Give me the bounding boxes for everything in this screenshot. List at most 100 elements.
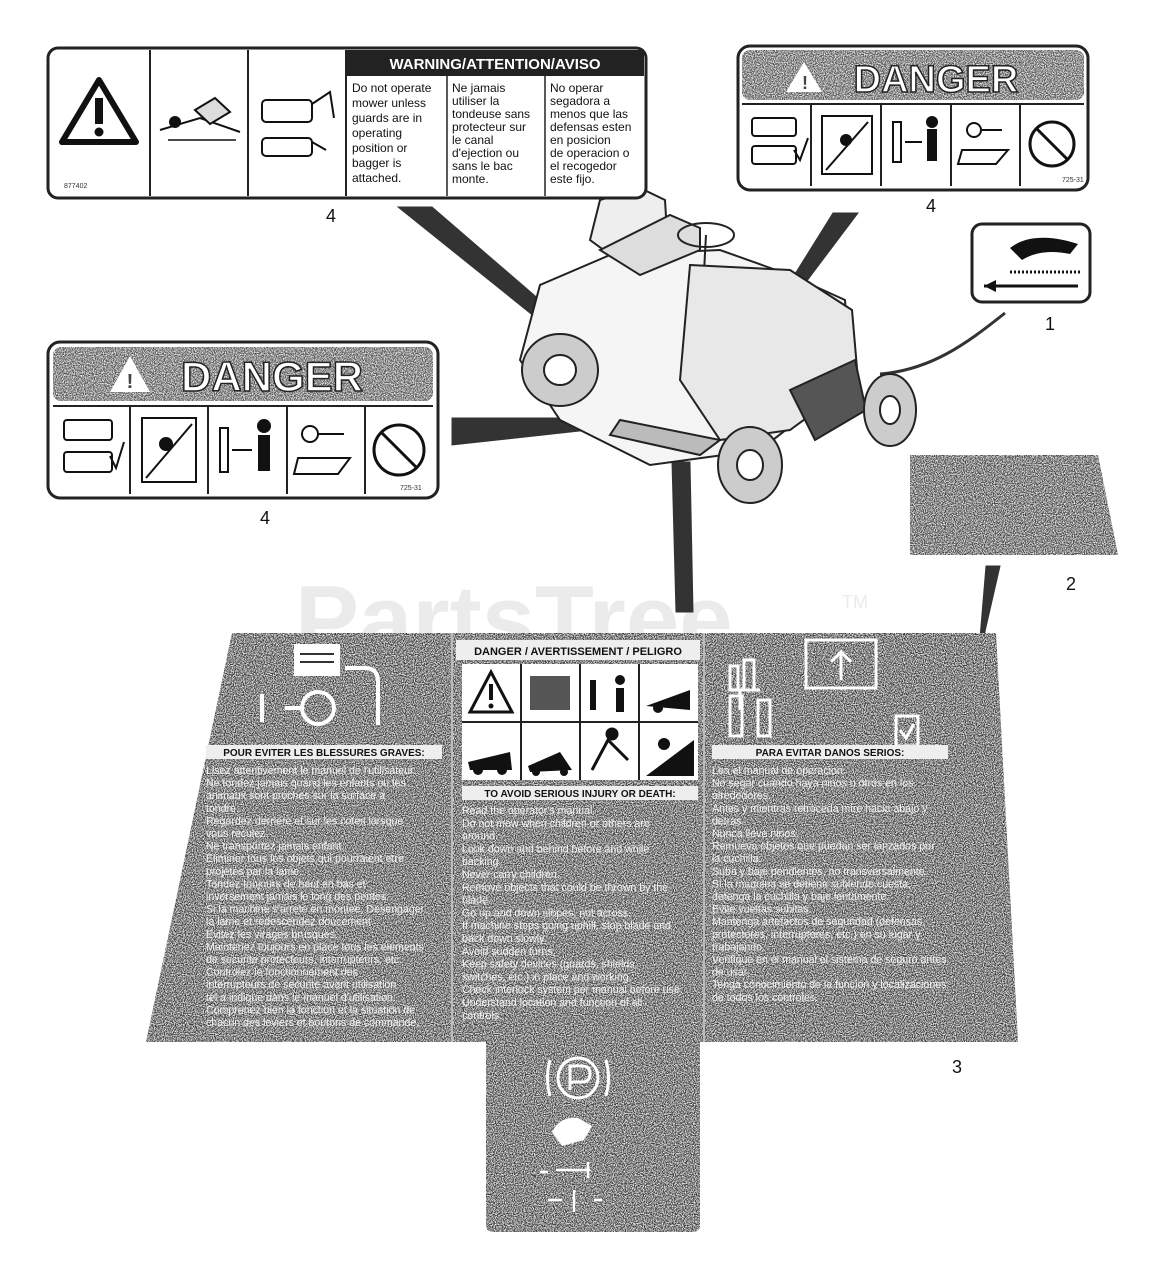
es-instruction-line: Remueva objetos que puedan ser lanzados …	[712, 841, 935, 853]
warning-text-fr: le canal	[452, 133, 493, 147]
warning-text-es: menos que las	[550, 107, 628, 121]
es-instruction-line: de todos los controles.	[712, 992, 818, 1004]
fr-instruction-line: la lame et redescendez doucement.	[206, 916, 374, 928]
es-instruction-line: Nunca lleve ninos.	[712, 828, 799, 840]
safety-icon-grid	[462, 664, 698, 780]
es-instruction-line: Si la maquina se detiene subiendo cuesta…	[712, 878, 911, 890]
danger-label-top: ! DANGER 725-31	[736, 44, 1090, 192]
alert-triangle-icon	[467, 668, 515, 714]
no-riders-icon	[372, 423, 426, 477]
warning-label-header: WARNING/ATTENTION/AVISO	[389, 56, 600, 73]
watermark-tm: TM	[842, 592, 868, 612]
warning-text-fr: monte.	[452, 172, 489, 186]
throttle-icon	[804, 638, 878, 690]
speed-selector-icon	[540, 1162, 602, 1212]
fr-instruction-line: vous reculez.	[206, 828, 268, 840]
keep-distance-icon	[219, 419, 271, 473]
es-instruction-line: Mantenga artefactos de seguridad (defens…	[712, 916, 925, 928]
read-manual-icon	[63, 419, 125, 473]
en-instruction-line: Go up and down slopes, not across.	[462, 907, 631, 919]
handle-decal	[970, 222, 1092, 304]
en-instruction-line: Understand location and function of all	[462, 997, 642, 1009]
en-instruction-line: backing.	[462, 856, 501, 868]
fr-instruction-line: Ne tondez jamais quand les enfants ou le…	[206, 778, 406, 790]
fr-instruction-line: Maintenez toujours en place tous les ele…	[206, 941, 424, 953]
callout-4-danger-left: 4	[260, 508, 270, 528]
warning-text-es: el recogedor	[550, 159, 617, 173]
callout-4-danger-top: 4	[926, 196, 936, 216]
danger-left-title: DANGER	[181, 353, 363, 400]
en-instruction-line: Read the operator's manual.	[462, 805, 595, 817]
fr-instruction-line: tel a indique dans le manuel d'utilisati…	[206, 992, 396, 1004]
en-instruction-line: switches, etc.) in place and working.	[462, 971, 632, 983]
fr-instruction-line: Lisez attentivement le manuel de l'utili…	[206, 765, 416, 777]
fr-instruction-line: projetes par la lame.	[206, 866, 302, 878]
fr-instruction-line: interrupteurs de securite avant utilisat…	[206, 979, 396, 991]
es-instruction-line: de usar.	[712, 967, 750, 979]
en-instruction-line: Look down and behind before and while	[462, 843, 649, 855]
en-instruction-line: around.	[462, 831, 498, 843]
es-instruction-line: alrededores.	[712, 790, 771, 802]
leader-handle-label	[879, 311, 1006, 376]
es-instruction-line: Evite vueltas subitas.	[712, 904, 812, 916]
fr-instruction-line: Si la machine s'arrete en montee, Deseng…	[206, 904, 425, 916]
en-instruction-line: controls.	[462, 1010, 502, 1022]
en-heading: TO AVOID SERIOUS INJURY OR DEATH:	[484, 789, 675, 800]
warning-text-en: position or	[352, 141, 407, 155]
thrown-object-icon	[590, 727, 630, 771]
es-instruction-line: Lea el manual de operacion.	[712, 765, 846, 777]
remove-key-icon	[292, 425, 352, 475]
warning-text-fr: d'ejection ou	[452, 146, 519, 160]
es-instruction-line: Suba y baje pendientes, no transversalme…	[712, 866, 928, 878]
warning-text-fr: Ne jamais	[452, 81, 505, 95]
warning-text-en: mower unless	[352, 96, 426, 110]
parking-brake-engage-icon	[728, 658, 772, 738]
fr-instruction-line: chacun des leviers et boutons de command…	[206, 1017, 419, 1029]
main-instruction-decal: DANGER / AVERTISSEMENT / PELIGRO POUR EV…	[146, 633, 1018, 1232]
fr-instruction-line: Controlez le fonctionnement des	[206, 967, 358, 979]
keep-distance-icon	[590, 675, 625, 712]
warning-text-es: este fijo.	[550, 172, 595, 186]
callout-3: 3	[952, 1057, 962, 1077]
en-instruction-line: back down slowly.	[462, 933, 547, 945]
es-instruction-line: detenga la cuchilla y baje lentamente.	[712, 891, 889, 903]
en-instruction-line: blade.	[462, 895, 491, 907]
es-instruction-line: protectores, interruptores, etc.) en su …	[712, 929, 921, 941]
warning-text-es: defensas esten	[550, 120, 631, 134]
en-instruction-line: Do not mow when children or others are	[462, 818, 650, 830]
en-instruction-line: Keep safety devices (guards, shields,	[462, 959, 637, 971]
parking-brake-icon	[546, 1056, 610, 1100]
fr-instruction-line: Evitez les virages brusques.	[206, 929, 338, 941]
warning-text-fr: protecteur sur	[452, 120, 526, 134]
en-instruction-line: If machine stops going uphill, stop blad…	[462, 920, 671, 932]
en-instruction-line: Never carry children.	[462, 869, 560, 881]
danger-label-left: ! DANGER 725-31	[46, 340, 440, 500]
svg-text:!: !	[802, 73, 808, 93]
tractor-slope-icon	[646, 690, 690, 713]
slope-hazard-icon	[646, 738, 694, 776]
fr-instruction-line: Eliminer tous les objets qui pourraient …	[206, 853, 404, 865]
warning-text-en: guards are in	[352, 111, 422, 125]
read-manual-icon	[751, 117, 809, 165]
fr-instruction-line: de securite protecteurs, interrupteurs, …	[206, 954, 402, 966]
warning-text-fr: sans le bac	[452, 159, 513, 173]
en-instruction-line: Check interlock system per manual before…	[462, 984, 683, 996]
warning-label: WARNING/ATTENTION/AVISO 877402 Do not op…	[46, 46, 648, 200]
warning-text-en: operating	[352, 126, 402, 140]
callout-1: 1	[1045, 314, 1055, 334]
fr-instruction-line: Ne transportez jamais enfant.	[206, 841, 344, 853]
en-instruction-line: Avoid sudden turns.	[462, 946, 555, 958]
lawn-tractor-illustration	[518, 186, 917, 504]
rollover-hazard-icon	[141, 417, 197, 483]
no-riders-icon	[1028, 120, 1076, 168]
thrown-object-icon	[159, 96, 241, 141]
es-instruction-line: Verifique en el manual el sistema de seg…	[712, 954, 946, 966]
rollover-hazard-icon	[821, 115, 873, 175]
no-children-icon	[468, 752, 512, 775]
warning-text-fr: utiliser la	[452, 94, 500, 108]
svg-text:!: !	[127, 371, 134, 393]
main-center-header: DANGER / AVERTISSEMENT / PELIGRO	[474, 646, 682, 658]
warning-text-en: attached.	[352, 171, 401, 185]
remove-key-icon	[956, 122, 1011, 165]
